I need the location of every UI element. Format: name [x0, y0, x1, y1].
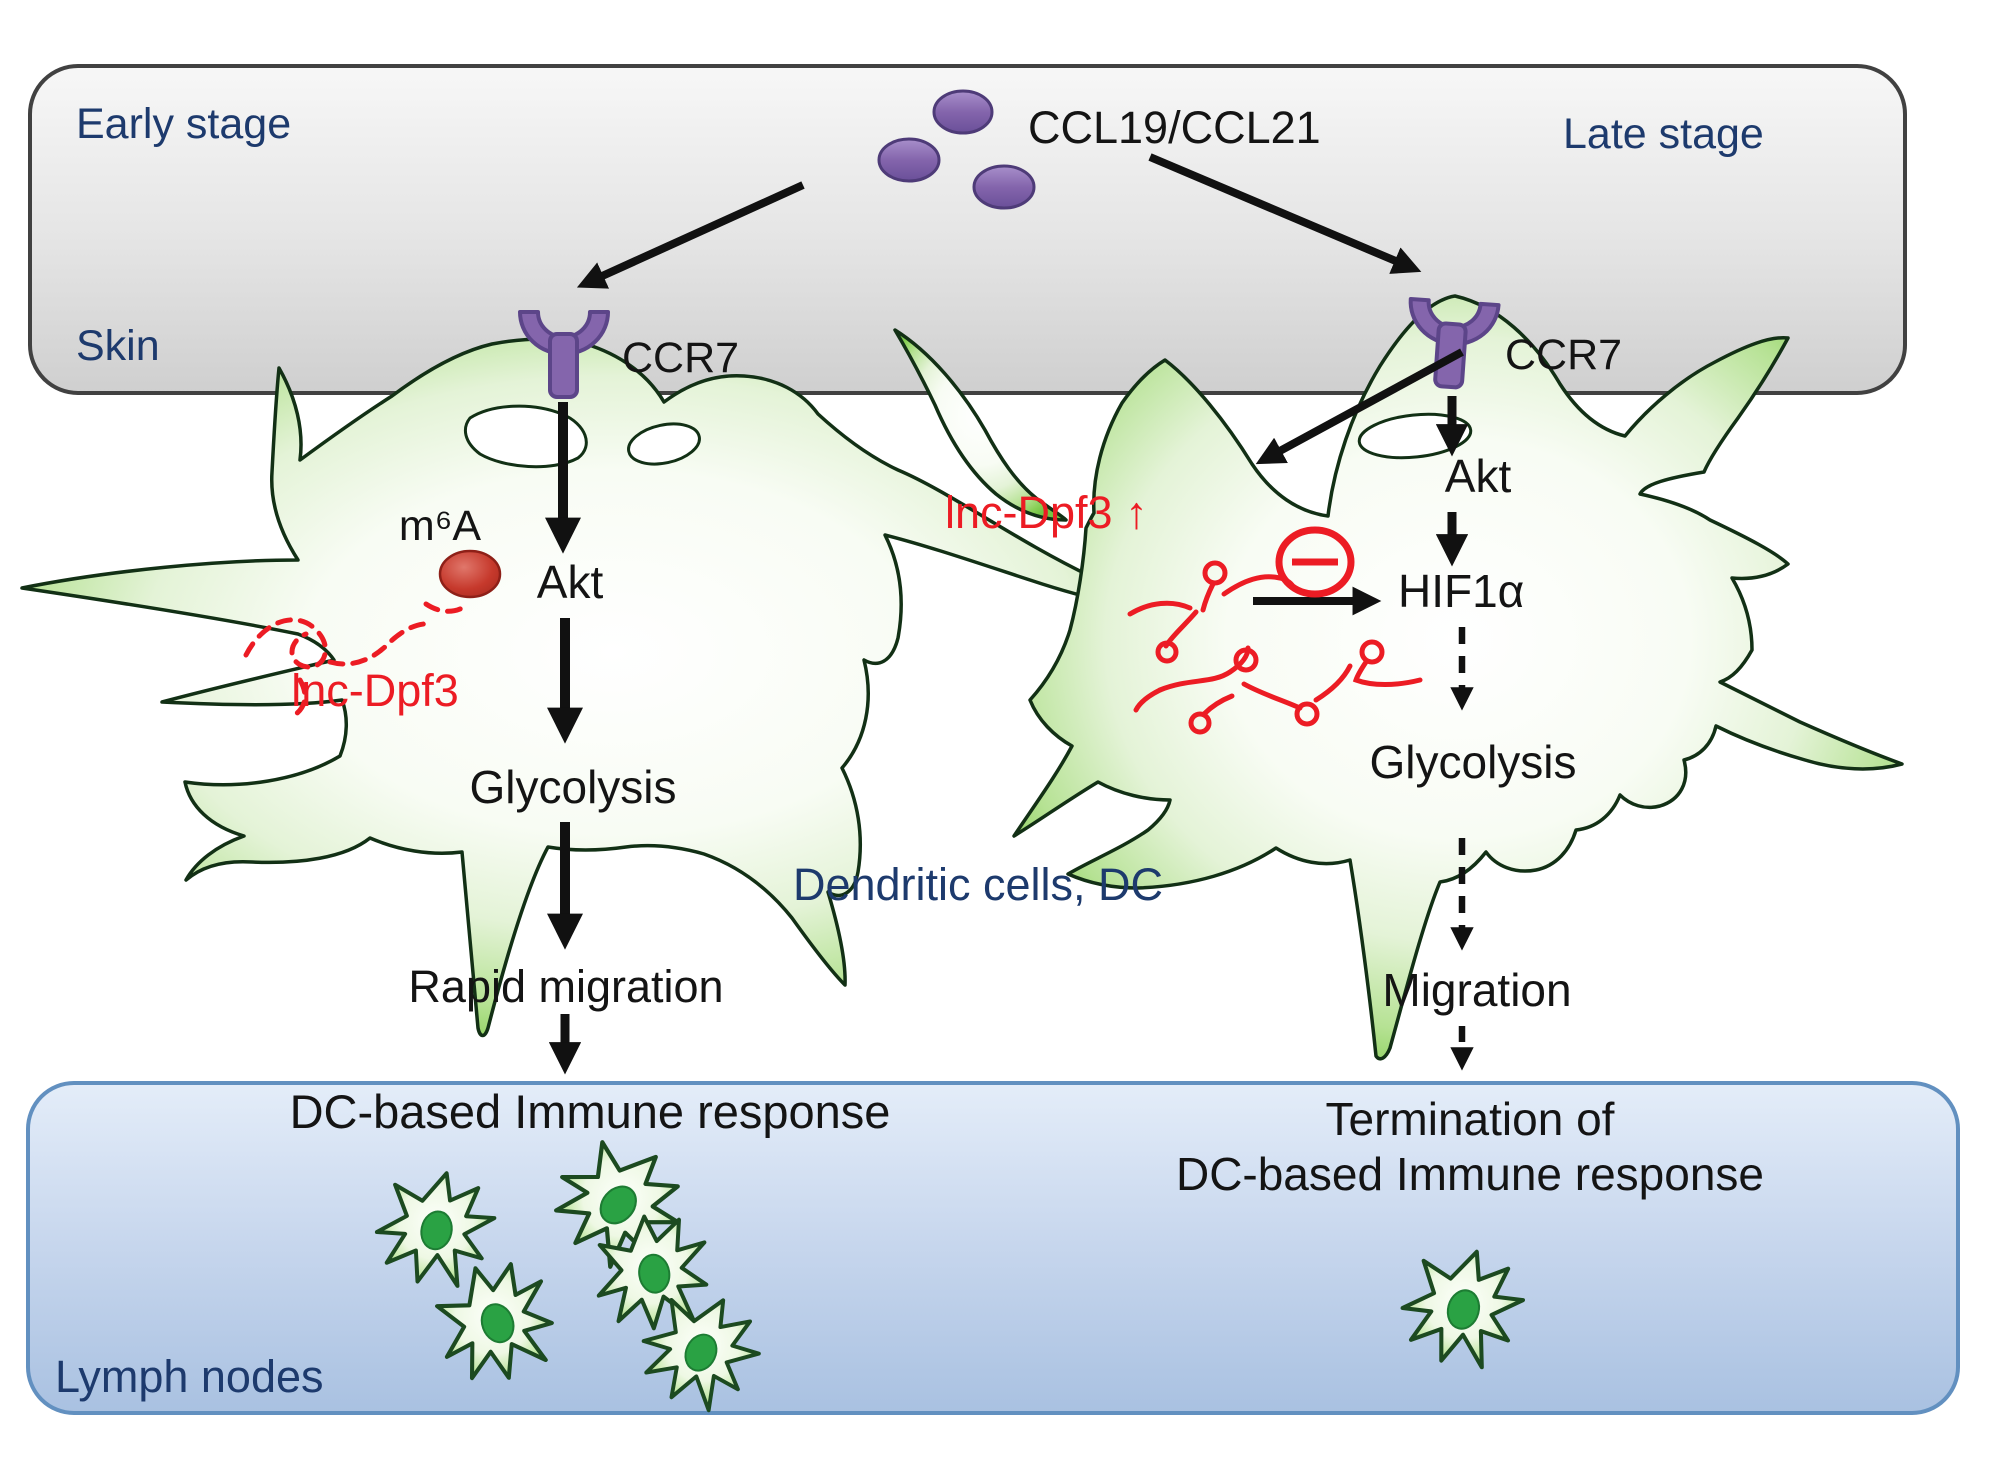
lymph-nodes-label: Lymph nodes — [55, 1351, 324, 1402]
arrow-ccl-to-left-ccr7 — [576, 181, 805, 289]
left-cell-membrane-hole — [627, 422, 701, 466]
dendritic-cells-label: Dendritic cells, DC — [793, 859, 1163, 910]
chemokine-molecule-icons — [877, 89, 1036, 210]
akt-left-label: Akt — [537, 556, 604, 608]
ccr7-right-label: CCR7 — [1505, 331, 1622, 379]
dendritic-cell-right — [1012, 294, 1904, 1061]
skin-label: Skin — [76, 322, 160, 370]
late-stage-label: Late stage — [1563, 110, 1764, 158]
arrow-ccl-to-right-ccr7 — [1148, 153, 1422, 274]
glycolysis-left-label: Glycolysis — [469, 761, 676, 813]
m6a-mark-icon — [438, 549, 502, 599]
inhibition-symbol-icon — [1275, 526, 1355, 598]
hif1a-label: HIF1α — [1398, 565, 1524, 617]
rapid-migration-label: Rapid migration — [408, 961, 723, 1012]
termination-line1-label: Termination of — [1326, 1093, 1615, 1145]
lnc-dpf3-dashed-rna-icon — [243, 601, 467, 717]
termination-line2-label: DC-based Immune response — [1176, 1148, 1764, 1200]
early-stage-label: Early stage — [76, 100, 291, 148]
dc-immune-response-label: DC-based Immune response — [290, 1085, 891, 1138]
arrow-right-ccr7-to-lnc — [1255, 348, 1464, 465]
lnc-dpf3-rna-icons — [1127, 560, 1423, 735]
left-cell-membrane-fold — [463, 404, 588, 469]
ccr7-left-label: CCR7 — [622, 334, 739, 382]
ccr7-receptor-left-icon — [518, 310, 610, 399]
dendritic-cell-left — [20, 337, 1207, 1038]
lnc-dpf3-left-label: lnc-Dpf3 — [291, 665, 459, 716]
chemokine-label: CCL19/CCL21 — [1028, 102, 1321, 153]
glycolysis-right-label: Glycolysis — [1369, 736, 1576, 788]
akt-right-label: Akt — [1445, 450, 1512, 502]
lnc-dpf3-up-label: lnc-Dpf3 ↑ — [945, 487, 1148, 538]
dendritic-cell-right-leaf — [893, 328, 1068, 522]
migration-label: Migration — [1382, 964, 1571, 1016]
m6a-label: m⁶A — [399, 502, 482, 550]
